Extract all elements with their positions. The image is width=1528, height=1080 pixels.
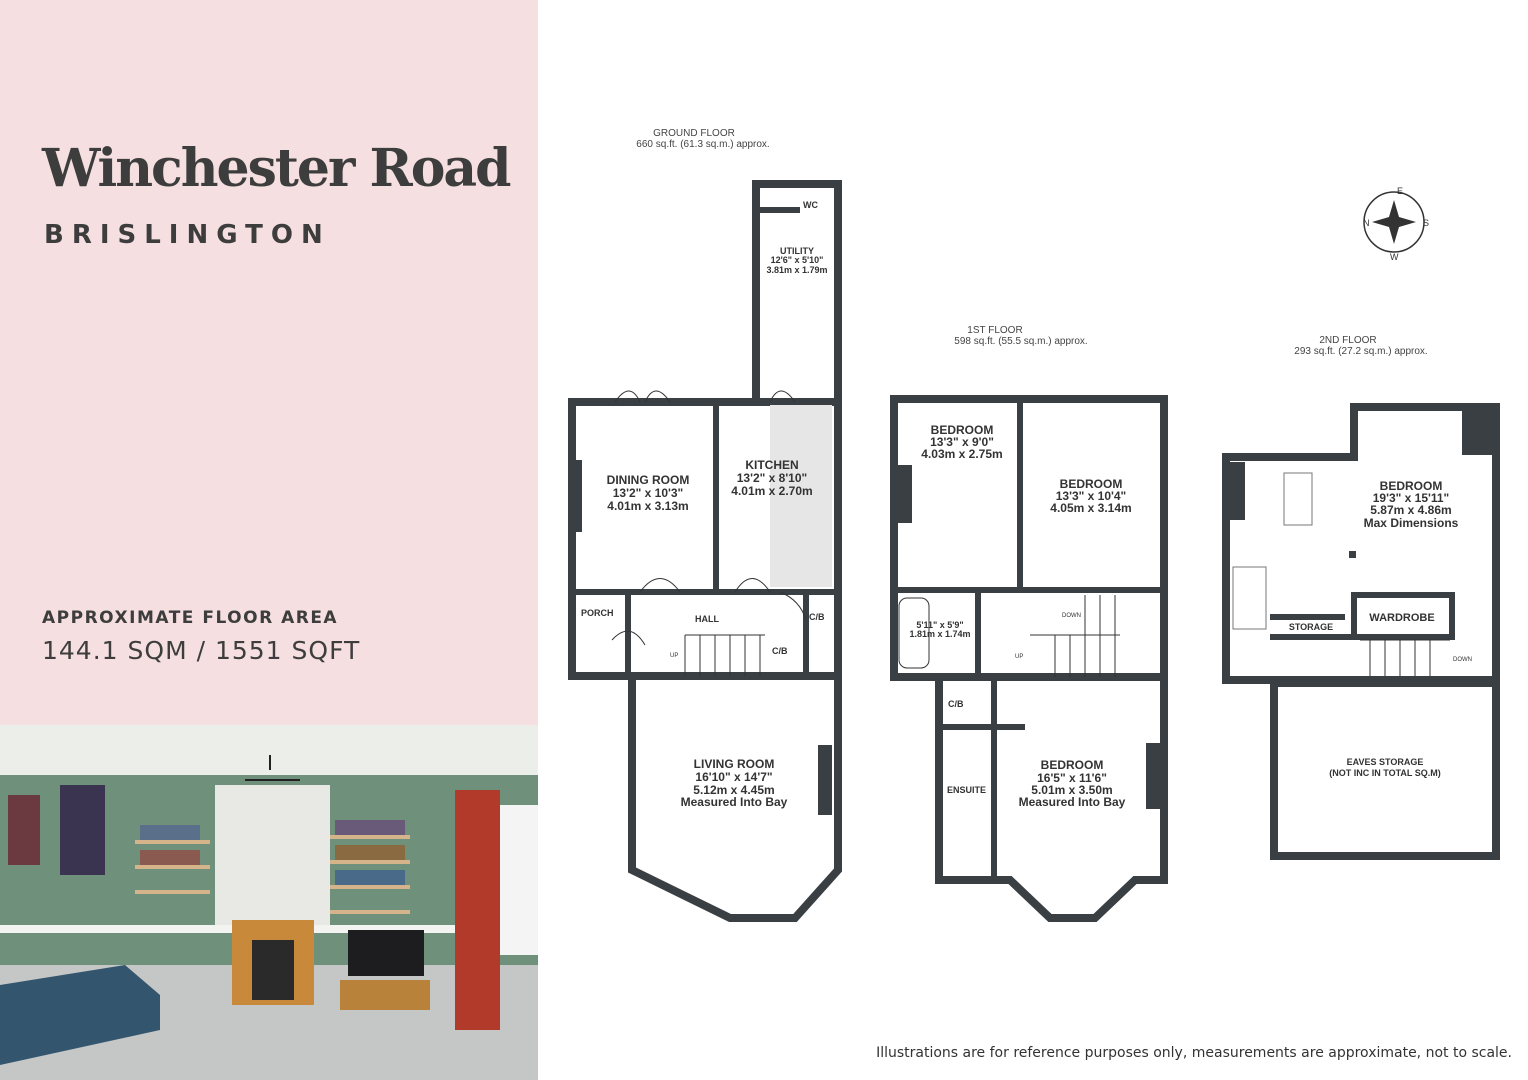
bedroom-imperial: 13'3" x 10'4" xyxy=(1056,489,1126,503)
bedroom-imperial: 19'3" x 15'11" xyxy=(1373,491,1449,505)
floor-area-value: 144.1 SQM / 1551 SQFT xyxy=(42,636,361,665)
utility-label: UTILITY xyxy=(780,246,814,256)
utility-imperial: 12'6" x 5'10" xyxy=(771,255,824,265)
bathroom-imperial: 5'11" x 5'9" xyxy=(916,620,963,630)
bedroom-imperial: 13'3" x 9'0" xyxy=(930,435,994,449)
compass-s: S xyxy=(1423,218,1429,228)
cb-label: C/B xyxy=(809,612,825,622)
first-floor-title: 1ST FLOOR xyxy=(967,325,1022,336)
first-floor-area: 598 sq.ft. (55.5 sq.m.) approx. xyxy=(954,336,1087,347)
living-room-metric: 5.12m x 4.45m xyxy=(693,783,774,797)
eaves-storage-label: EAVES STORAGE xyxy=(1347,757,1424,767)
property-title: Winchester Road xyxy=(42,138,511,199)
living-room-label: LIVING ROOM xyxy=(694,757,775,771)
bedroom-metric: 4.05m x 3.14m xyxy=(1050,501,1131,515)
ground-floor-area: 660 sq.ft. (61.3 sq.m.) approx. xyxy=(636,139,769,150)
first-floor-plan: 1ST FLOOR 598 sq.ft. (55.5 sq.m.) approx… xyxy=(890,325,1168,922)
second-floor-area: 293 sq.ft. (27.2 sq.m.) approx. xyxy=(1294,346,1427,357)
kitchen-metric: 4.01m x 2.70m xyxy=(731,484,812,498)
bedroom-label: BEDROOM xyxy=(931,423,994,437)
property-area-name: BRISLINGTON xyxy=(44,220,331,250)
ground-floor-title: GROUND FLOOR xyxy=(653,128,735,139)
wc-label: WC xyxy=(803,200,818,210)
hall-label: HALL xyxy=(695,614,719,624)
bedroom-metric: 5.87m x 4.86m xyxy=(1370,503,1451,517)
bedroom-imperial: 16'5" x 11'6" xyxy=(1037,771,1107,785)
dining-room-label: DINING ROOM xyxy=(607,473,690,487)
bedroom-note: Measured Into Bay xyxy=(1019,795,1126,809)
storage-label: STORAGE xyxy=(1289,622,1333,632)
utility-metric: 3.81m x 1.79m xyxy=(766,265,827,275)
stairs-up-label: UP xyxy=(670,653,678,659)
stairs-down-label: DOWN xyxy=(1453,657,1472,663)
kitchen-imperial: 13'2" x 8'10" xyxy=(737,471,807,485)
info-panel: Winchester Road BRISLINGTON APPROXIMATE … xyxy=(0,0,538,725)
disclaimer: Illustrations are for reference purposes… xyxy=(876,1045,1512,1061)
living-room-note: Measured Into Bay xyxy=(681,795,788,809)
dining-room-metric: 4.01m x 3.13m xyxy=(607,499,688,513)
floor-area-label: APPROXIMATE FLOOR AREA xyxy=(42,608,339,628)
bedroom-label: BEDROOM xyxy=(1380,479,1443,493)
cb-label: C/B xyxy=(772,646,788,656)
bathroom-metric: 1.81m x 1.74m xyxy=(909,629,970,639)
eaves-storage-note: (NOT INC IN TOTAL SQ.M) xyxy=(1329,768,1441,778)
ensuite-label: ENSUITE xyxy=(947,785,986,795)
stairs-up-label: UP xyxy=(1015,654,1023,660)
wardrobe-label: WARDROBE xyxy=(1369,612,1434,624)
dining-room-imperial: 13'2" x 10'3" xyxy=(613,486,683,500)
living-room-imperial: 16'10" x 14'7" xyxy=(695,770,772,784)
cb-label: C/B xyxy=(948,699,964,709)
stairs-down-label: DOWN xyxy=(1062,613,1081,619)
living-room-photo xyxy=(0,725,538,1080)
bedroom-label: BEDROOM xyxy=(1041,758,1104,772)
bedroom-metric: 4.03m x 2.75m xyxy=(921,447,1002,461)
compass-w: W xyxy=(1390,252,1399,262)
bedroom-label: BEDROOM xyxy=(1060,477,1123,491)
compass-icon: N E S W xyxy=(1363,186,1429,262)
compass-e: E xyxy=(1397,186,1403,196)
porch-label: PORCH xyxy=(581,608,614,618)
compass-n: N xyxy=(1363,218,1370,228)
bedroom-note: Max Dimensions xyxy=(1364,516,1459,530)
second-floor-title: 2ND FLOOR xyxy=(1319,335,1376,346)
kitchen-label: KITCHEN xyxy=(745,458,798,472)
bedroom-metric: 5.01m x 3.50m xyxy=(1031,783,1112,797)
ground-floor-plan: GROUND FLOOR 660 sq.ft. (61.3 sq.m.) app… xyxy=(568,128,842,922)
second-floor-plan: 2ND FLOOR 293 sq.ft. (27.2 sq.m.) approx… xyxy=(1222,335,1500,860)
